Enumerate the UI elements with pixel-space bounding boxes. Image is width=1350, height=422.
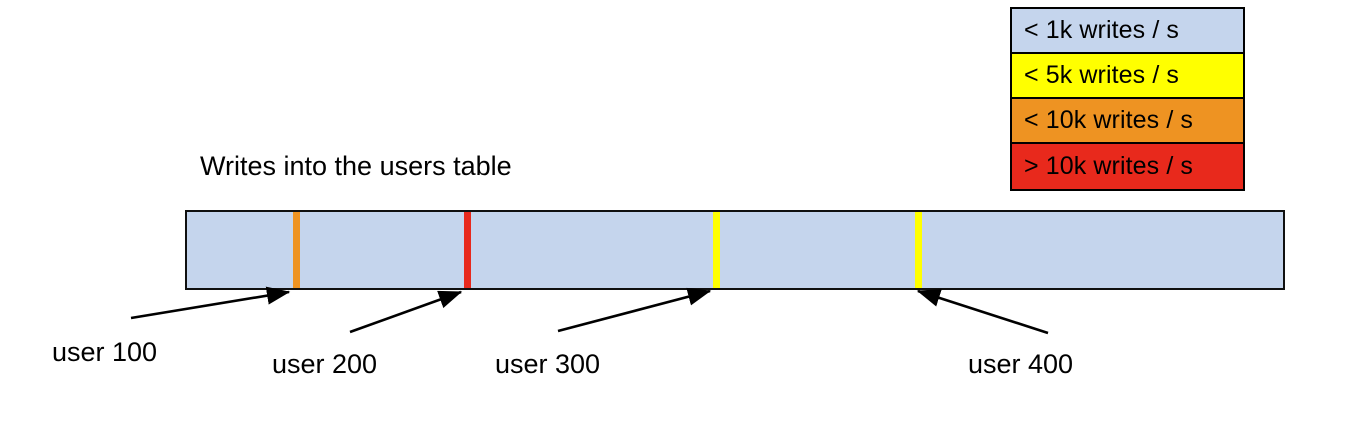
arrow-user-300 [557, 287, 712, 333]
callout-label-user-400: user 400 [968, 349, 1074, 379]
legend-row-lt-1k: < 1k writes / s [1012, 9, 1243, 54]
legend-label-lt-1k: < 1k writes / s [1024, 16, 1180, 44]
legend-label-lt-10k: < 10k writes / s [1024, 106, 1194, 134]
stripe-user-400 [915, 212, 922, 288]
legend-row-gt-10k: > 10k writes / s [1012, 144, 1243, 189]
legend-label-lt-5k: < 5k writes / s [1024, 61, 1180, 89]
legend-row-lt-10k: < 10k writes / s [1012, 99, 1243, 144]
arrow-user-400 [916, 289, 1049, 335]
arrow-user-200 [349, 290, 463, 334]
stripe-user-300 [713, 212, 720, 288]
callout-label-user-100: user 100 [52, 337, 158, 367]
legend-label-gt-10k: > 10k writes / s [1024, 152, 1194, 180]
callout-label-user-200: user 200 [272, 349, 378, 379]
legend-row-lt-5k: < 5k writes / s [1012, 54, 1243, 99]
write-rate-legend: < 1k writes / s < 5k writes / s < 10k wr… [1010, 7, 1245, 191]
chart-title: Writes into the users table [200, 151, 512, 181]
stripe-user-200 [464, 212, 471, 288]
arrow-user-100 [130, 286, 291, 320]
stripe-user-100 [293, 212, 300, 288]
users-table-keyspace-bar [185, 210, 1285, 290]
callout-label-user-300: user 300 [495, 349, 601, 379]
